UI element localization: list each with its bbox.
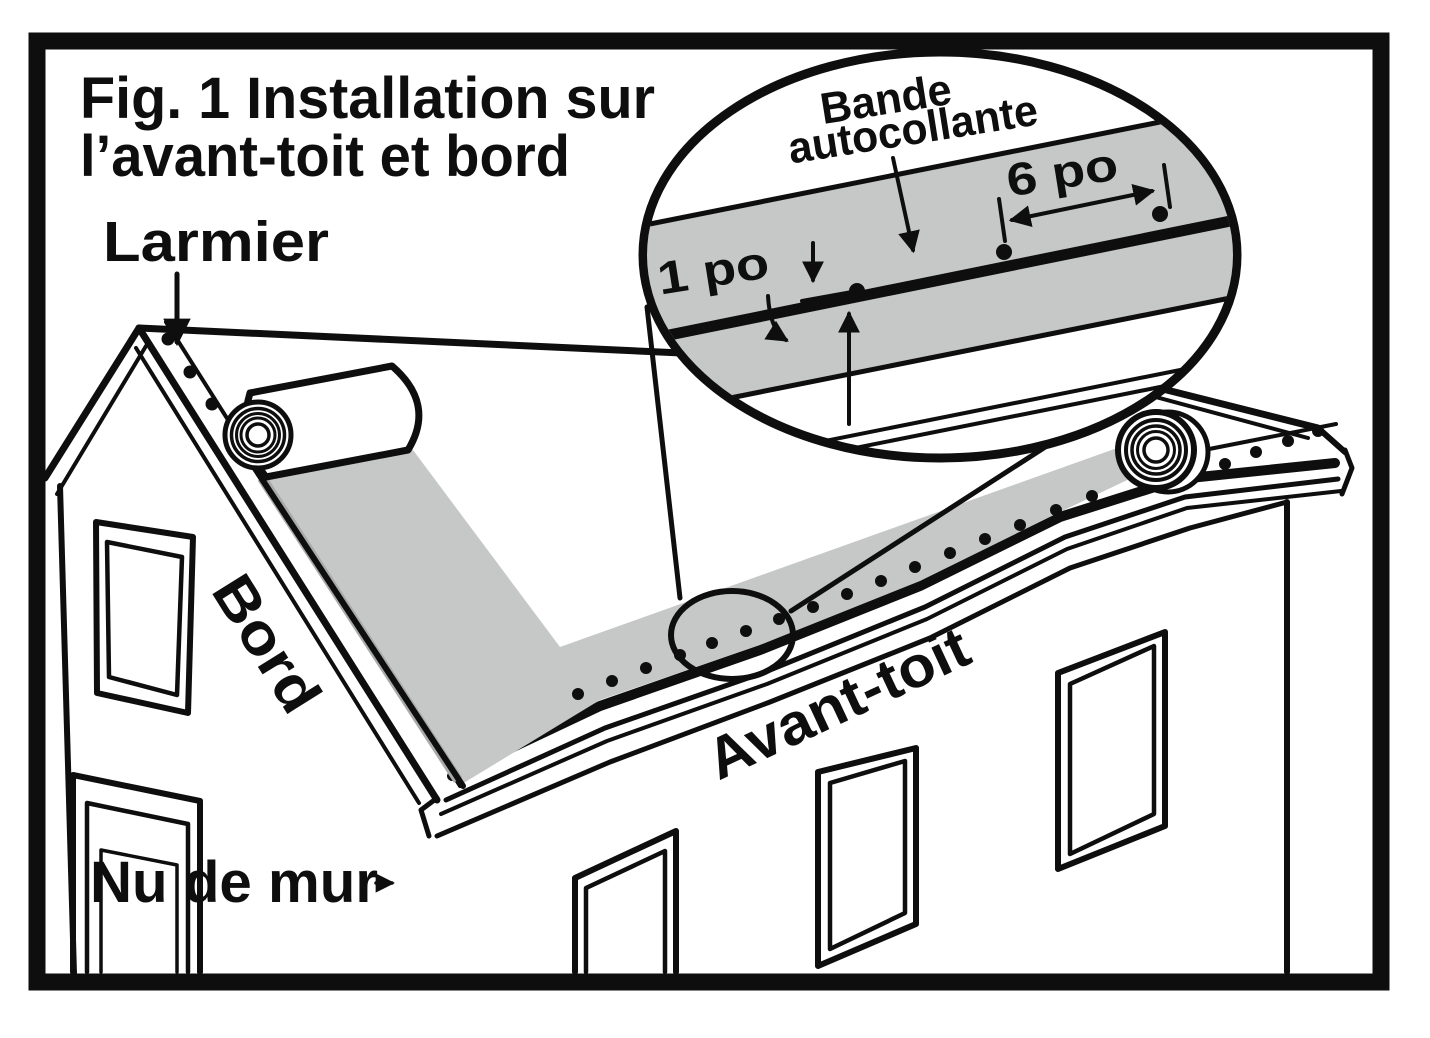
front-wall-top-edge: [434, 499, 1290, 839]
inset-deck-line-1: [647, 352, 1233, 454]
front-door: [572, 828, 679, 975]
gable-window-inner-frame: [104, 539, 185, 698]
inset-1po-annotation: [764, 241, 860, 426]
label-bord-group: Bord: [199, 563, 334, 725]
roll-spiral-face: [1115, 409, 1197, 491]
drip-edge-flange-top: [1192, 422, 1338, 454]
label-larmier: Larmier: [103, 210, 329, 274]
inset-adhesive-strip-line: [647, 209, 1233, 351]
magnifier-inset: Bande autocollante 6 po 1 po: [638, 47, 1242, 463]
membrane-rake-edge-line: [249, 461, 466, 789]
inset-deck-line-2: [647, 365, 1233, 454]
front-window-right-inner: [1067, 643, 1157, 857]
figure-title-line1: Fig. 1 Installation sur: [80, 66, 655, 131]
membrane-roll-rake: [222, 362, 423, 481]
front-window-middle-inner: [827, 758, 908, 952]
figure-title-line2: l’avant-toit et bord: [80, 124, 570, 189]
curved-arrow: [764, 294, 789, 342]
front-door-outer-frame: [572, 828, 679, 975]
inset-6po-dimension: [997, 163, 1172, 243]
left-roof-edge-inner: [55, 344, 148, 496]
front-window-middle-outer: [815, 745, 919, 969]
front-window-middle: [815, 745, 919, 969]
dim-tick-left: [997, 197, 1007, 243]
eave-fascia-line-2: [439, 489, 1343, 816]
callout-line-left: [644, 304, 683, 601]
dim-tick-right: [1162, 163, 1172, 209]
rake-soffit-line: [134, 346, 421, 805]
gable-door: [70, 772, 203, 975]
dim-arrow: [1008, 184, 1156, 227]
membrane-roll-eave: [1115, 409, 1211, 495]
left-roof-edge: [41, 324, 143, 482]
figure-border-frame: [28, 32, 1390, 991]
offset-line: [800, 290, 854, 303]
eave-fascia-line-1: [443, 476, 1341, 803]
adhesive-leader-arrow: [891, 156, 920, 254]
gable-door-panel-line: [99, 848, 179, 974]
front-window-right-outer: [1055, 629, 1168, 872]
label-bord: Bord: [199, 563, 334, 725]
eave-left-end-cap: [418, 795, 440, 839]
fascia-right-end-cap: [1339, 447, 1355, 497]
label-nu-de-mur: Nu de mur: [90, 850, 378, 915]
front-window-right: [1055, 629, 1168, 872]
callout-source-circle: [668, 588, 796, 682]
front-door-inner-frame: [583, 848, 668, 975]
rake-outer-edge: [135, 324, 441, 804]
inset-band-top-edge: [647, 99, 1233, 233]
gable-door-outer-frame: [70, 772, 203, 975]
gable-window: [93, 519, 196, 716]
roll-spiral-face: [222, 399, 294, 471]
gable-door-inner-frame: [84, 800, 191, 975]
drip-edge-flange-nails: [1219, 425, 1324, 470]
house-structure: [41, 320, 1355, 977]
gable-window-outer-frame: [93, 519, 196, 716]
